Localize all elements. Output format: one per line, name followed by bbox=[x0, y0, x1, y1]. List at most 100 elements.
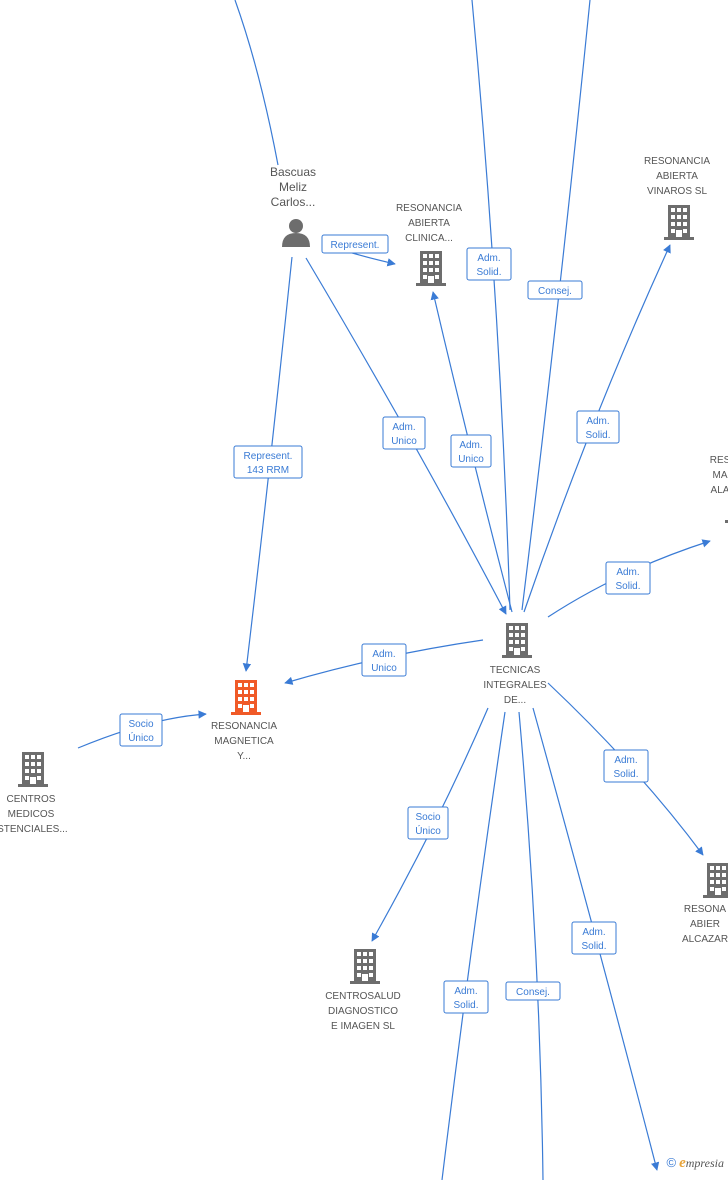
node-label-line: RES bbox=[710, 455, 728, 466]
node-label-line: ALA bbox=[711, 485, 728, 496]
edge-label-box bbox=[603, 749, 649, 783]
edge-label-e_clinica_adm_solid[interactable]: Adm. Solid. bbox=[466, 247, 512, 281]
building-icon bbox=[18, 752, 48, 787]
edge-e_bottom_2 bbox=[518, 711, 544, 1180]
edge-label-text: Único bbox=[415, 824, 441, 837]
edge-label-text: Único bbox=[128, 731, 154, 744]
edge-label-text: Solid. bbox=[613, 769, 638, 780]
edge-label-e_bottom_2[interactable]: Consej. bbox=[505, 981, 561, 1001]
edge-label-box bbox=[527, 280, 583, 300]
node-label-line: Bascuas bbox=[270, 165, 316, 179]
node-centros_medicos[interactable]: CENTROSMEDICOSISTENCIALES... bbox=[0, 752, 68, 835]
edge-label-e_bascuas_clinica[interactable]: Represent. bbox=[321, 234, 389, 254]
node-rm_y[interactable]: RESONANCIA MAGNETICA Y... bbox=[211, 680, 277, 762]
building-icon bbox=[416, 251, 446, 286]
edge-label-box bbox=[361, 643, 407, 677]
building-icon bbox=[231, 680, 261, 715]
building-icon bbox=[703, 863, 728, 898]
empresia-watermark: ©empresia bbox=[667, 1155, 725, 1172]
node-label-line: MEDICOS bbox=[8, 809, 55, 820]
edge-label-box bbox=[450, 434, 492, 468]
building-icon bbox=[350, 949, 380, 984]
edge-label-text: Solid. bbox=[453, 1000, 478, 1011]
edge-label-text: Adm. bbox=[616, 567, 639, 578]
edge-label-e_bascuas_rmy[interactable]: Represent.143 RRM bbox=[233, 445, 303, 479]
node-bascuas[interactable]: BascuasMelizCarlos... bbox=[270, 165, 316, 247]
edge-label-e_tec_rmy[interactable]: Adm.Unico bbox=[361, 643, 407, 677]
edge-label-text: Consej. bbox=[516, 987, 550, 998]
person-icon bbox=[282, 219, 310, 247]
node-label-line: Carlos... bbox=[271, 195, 316, 209]
edge-label-text: Adm. bbox=[582, 927, 605, 938]
node-label-line: MA bbox=[713, 470, 728, 481]
node-ra_clinica[interactable]: RESONANCIA ABIERTA CLINICA... bbox=[396, 203, 462, 286]
node-label-line: E IMAGEN SL bbox=[331, 1021, 395, 1032]
node-label-line: ABIERTA bbox=[656, 171, 698, 182]
edge-label-e_consej_top[interactable]: Consej. bbox=[527, 280, 583, 300]
node-label-line: CENTROSALUD bbox=[325, 991, 401, 1002]
node-label-line: Meliz bbox=[279, 180, 307, 194]
edge-label-e_tec_clinica[interactable]: Adm. Unico bbox=[450, 434, 492, 468]
edge-label-text: Solid. bbox=[581, 941, 606, 952]
edge-label-text: Adm. bbox=[459, 440, 482, 451]
node-res_ma_ala[interactable]: RES MA ALA bbox=[710, 455, 728, 523]
node-label-line: TECNICAS bbox=[490, 665, 541, 676]
edge-label-box bbox=[407, 806, 449, 840]
edge-label-box bbox=[119, 713, 163, 747]
node-label-line: VINAROS SL bbox=[647, 186, 707, 197]
edge-label-text: Adm. bbox=[586, 416, 609, 427]
edge-label-e_tec_vinaros[interactable]: Adm.Solid. bbox=[576, 410, 620, 444]
edge-e_bottom_1 bbox=[441, 711, 506, 1180]
node-centrosalud[interactable]: CENTROSALUD DIAGNOSTICO E IMAGEN SL bbox=[325, 949, 401, 1032]
edge-label-text: Adm. bbox=[372, 649, 395, 660]
edge-label-text: Unico bbox=[391, 436, 417, 447]
edge-label-e_bottom_3[interactable]: Adm. Solid. bbox=[571, 921, 617, 955]
node-label-line: RESONANCIA bbox=[211, 721, 277, 732]
edge-label-text: Adm. bbox=[477, 253, 500, 264]
edge-label-box bbox=[233, 445, 303, 479]
edge-label-text: Socio bbox=[415, 812, 440, 823]
node-label-line: DIAGNOSTICO bbox=[328, 1006, 398, 1017]
edge-label-e_bottom_1[interactable]: Adm. Solid. bbox=[443, 980, 489, 1014]
node-label-line: ABIERTA bbox=[408, 218, 450, 229]
node-label-line: Y... bbox=[237, 751, 251, 762]
edge-label-box bbox=[605, 561, 651, 595]
edge-label-text: Adm. bbox=[454, 986, 477, 997]
edge-label-box bbox=[321, 234, 389, 254]
edge-label-e_bascuas_tecnicas[interactable]: Adm.Unico bbox=[382, 416, 426, 450]
edge-label-text: Represent. bbox=[244, 451, 293, 462]
copyright-icon: © bbox=[666, 1155, 677, 1170]
edge-e_top_t1 bbox=[471, 0, 511, 611]
edge-e_top_bascuas bbox=[234, 0, 279, 166]
node-label-line: DE... bbox=[504, 695, 526, 706]
node-label-line: ISTENCIALES... bbox=[0, 824, 68, 835]
edge-label-text: Represent. bbox=[331, 240, 380, 251]
edge-label-e_tec_alcazar[interactable]: Adm. Solid. bbox=[603, 749, 649, 783]
edge-label-box bbox=[571, 921, 617, 955]
building-icon bbox=[664, 205, 694, 240]
node-label-line: RESONANCIA bbox=[396, 203, 462, 214]
edge-label-text: Consej. bbox=[538, 286, 572, 297]
edge-label-text: Solid. bbox=[476, 267, 501, 278]
node-tecnicas[interactable]: TECNICAS INTEGRALES DE... bbox=[483, 623, 547, 706]
node-label-line: ALCAZAR bbox=[682, 934, 728, 945]
edge-label-box bbox=[443, 980, 489, 1014]
edge-label-text: Unico bbox=[458, 454, 484, 465]
edge-label-box bbox=[505, 981, 561, 1001]
brand-logo-text: mpresia bbox=[685, 1156, 724, 1170]
edge-label-e_tec_ala[interactable]: Adm. Solid. bbox=[605, 561, 651, 595]
node-label-line: MAGNETICA bbox=[214, 736, 274, 747]
node-label-line: ABIER bbox=[690, 919, 720, 930]
brand-logo-letter: e bbox=[679, 1155, 686, 1171]
edge-label-text: Adm. bbox=[614, 755, 637, 766]
node-label-line: CLINICA... bbox=[405, 233, 453, 244]
building-icon bbox=[502, 623, 532, 658]
edge-label-text: Solid. bbox=[615, 581, 640, 592]
edge-label-box bbox=[466, 247, 512, 281]
node-label-line: INTEGRALES bbox=[483, 680, 547, 691]
node-label-line: RESONA bbox=[684, 904, 727, 915]
node-ra_alcazar[interactable]: RESONA ABIER ALCAZAR bbox=[682, 863, 728, 945]
